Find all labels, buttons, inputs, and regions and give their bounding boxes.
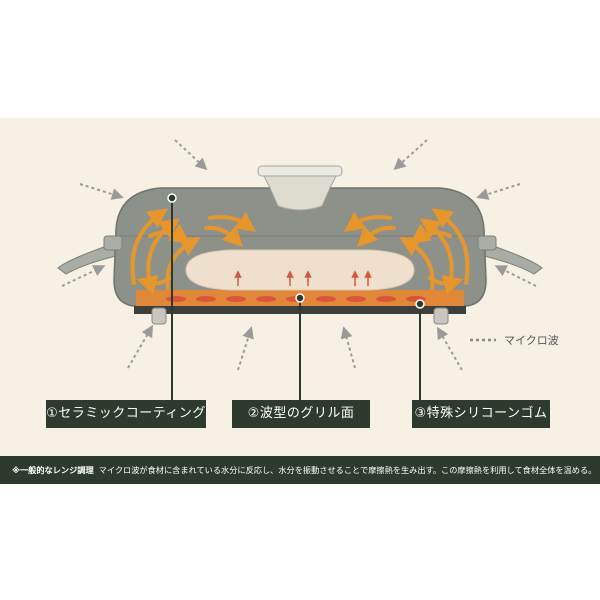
lid-knob — [261, 171, 339, 211]
footer-text: マイクロ波が食材に含まれている水分に反応し、水分を振動させることで摩擦熱を生み出… — [98, 465, 597, 475]
callout-dot-1 — [167, 193, 177, 203]
label-ceramic-coating: ①セラミックコーティング — [46, 400, 206, 428]
left-handle — [57, 243, 117, 275]
callout-dot-3 — [415, 299, 425, 309]
right-handle — [483, 243, 543, 275]
diagram-panel: マイクロ波 ①セラミックコーティング ②波型のグリル面 ③特殊シリコーンゴム — [0, 118, 600, 456]
callout-lines — [171, 198, 421, 400]
label-wave-grill: ②波型のグリル面 — [232, 400, 370, 428]
footer-lead: ※一般的なレンジ調理 — [12, 465, 94, 475]
footer-note: ※一般的なレンジ調理マイクロ波が食材に含まれている水分に反応し、水分を振動させる… — [0, 456, 600, 484]
grill-pan-diagram — [57, 139, 543, 400]
microwave-arrows — [61, 139, 537, 371]
legend-label: マイクロ波 — [504, 334, 559, 347]
callout-dot-2 — [295, 293, 305, 303]
food-heat-arrows — [234, 270, 372, 286]
food-item — [185, 249, 415, 291]
label-silicone-rubber: ③特殊シリコーンゴム — [412, 400, 550, 428]
